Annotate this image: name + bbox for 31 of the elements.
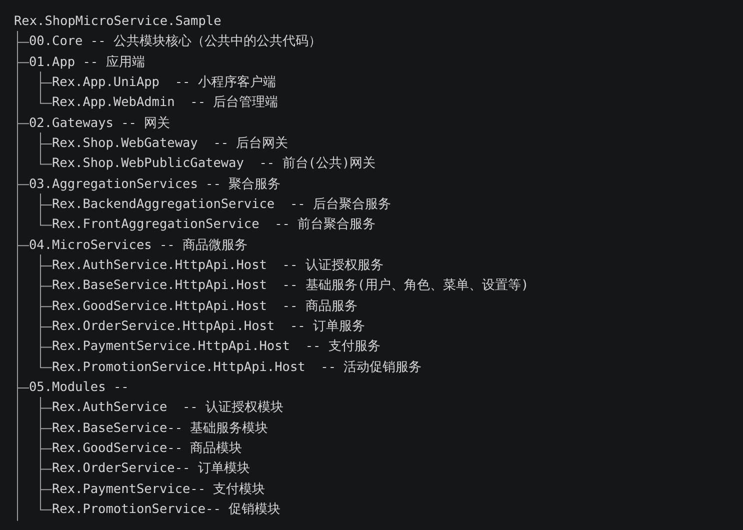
tree-branch-line bbox=[17, 30, 30, 388]
tree-branch-line bbox=[40, 132, 52, 165]
folder-entry: 01.App -- 应用端 bbox=[29, 54, 145, 72]
project-entry: Rex.AuthService.HttpApi.Host -- 认证授权服务 bbox=[52, 256, 384, 275]
folder-entry: 04.MicroServices -- 商品微服务 bbox=[29, 236, 248, 255]
tree-branch-line bbox=[40, 71, 52, 104]
project-entry: Rex.BaseService-- 基础服务模块 bbox=[52, 420, 268, 438]
project-entry: Rex.PaymentService.HttpApi.Host -- 支付服务 bbox=[52, 338, 380, 356]
project-entry: Rex.Shop.WebGateway -- 后台网关 bbox=[52, 134, 288, 153]
folder-entry: 03.AggregationServices -- 聚合服务 bbox=[29, 176, 281, 194]
project-entry: Rex.PromotionService-- 促销模块 bbox=[52, 500, 281, 519]
project-entry: Rex.AuthService -- 认证授权模块 bbox=[52, 399, 284, 418]
project-entry: Rex.OrderService-- 订单模块 bbox=[52, 460, 250, 478]
tree-branch-line bbox=[40, 396, 52, 510]
project-entry: Rex.PaymentService-- 支付模块 bbox=[52, 480, 266, 499]
project-entry: Rex.BackendAggregationService -- 后台聚合服务 bbox=[52, 196, 391, 214]
tree-branch-line bbox=[40, 254, 52, 368]
folder-entry: 05.Modules -- bbox=[29, 378, 129, 397]
project-entry: Rex.App.UniApp -- 小程序客户端 bbox=[52, 74, 276, 92]
root-folder-name: Rex.ShopMicroService.Sample bbox=[14, 13, 222, 31]
project-entry: Rex.GoodService.HttpApi.Host -- 商品服务 bbox=[52, 298, 358, 316]
project-entry: Rex.BaseService.HttpApi.Host -- 基础服务(用户、角色、菜单、设置等) bbox=[52, 277, 529, 296]
project-entry: Rex.App.WebAdmin -- 后台管理端 bbox=[52, 94, 278, 112]
project-entry: Rex.FrontAggregationService -- 前台聚合服务 bbox=[52, 216, 376, 234]
folder-entry: 00.Core -- 公共模块核心（公共中的公共代码） bbox=[29, 33, 322, 52]
project-entry: Rex.Shop.WebPublicGateway -- 前台(公共)网关 bbox=[52, 155, 376, 174]
project-entry: Rex.OrderService.HttpApi.Host -- 订单服务 bbox=[52, 318, 365, 336]
project-entry: Rex.PromotionService.HttpApi.Host -- 活动促销服务 bbox=[52, 358, 422, 377]
folder-entry: 02.Gateways -- 网关 bbox=[29, 114, 170, 133]
tree-branch-line bbox=[40, 193, 52, 226]
project-entry: Rex.GoodService-- 商品模块 bbox=[52, 440, 242, 458]
